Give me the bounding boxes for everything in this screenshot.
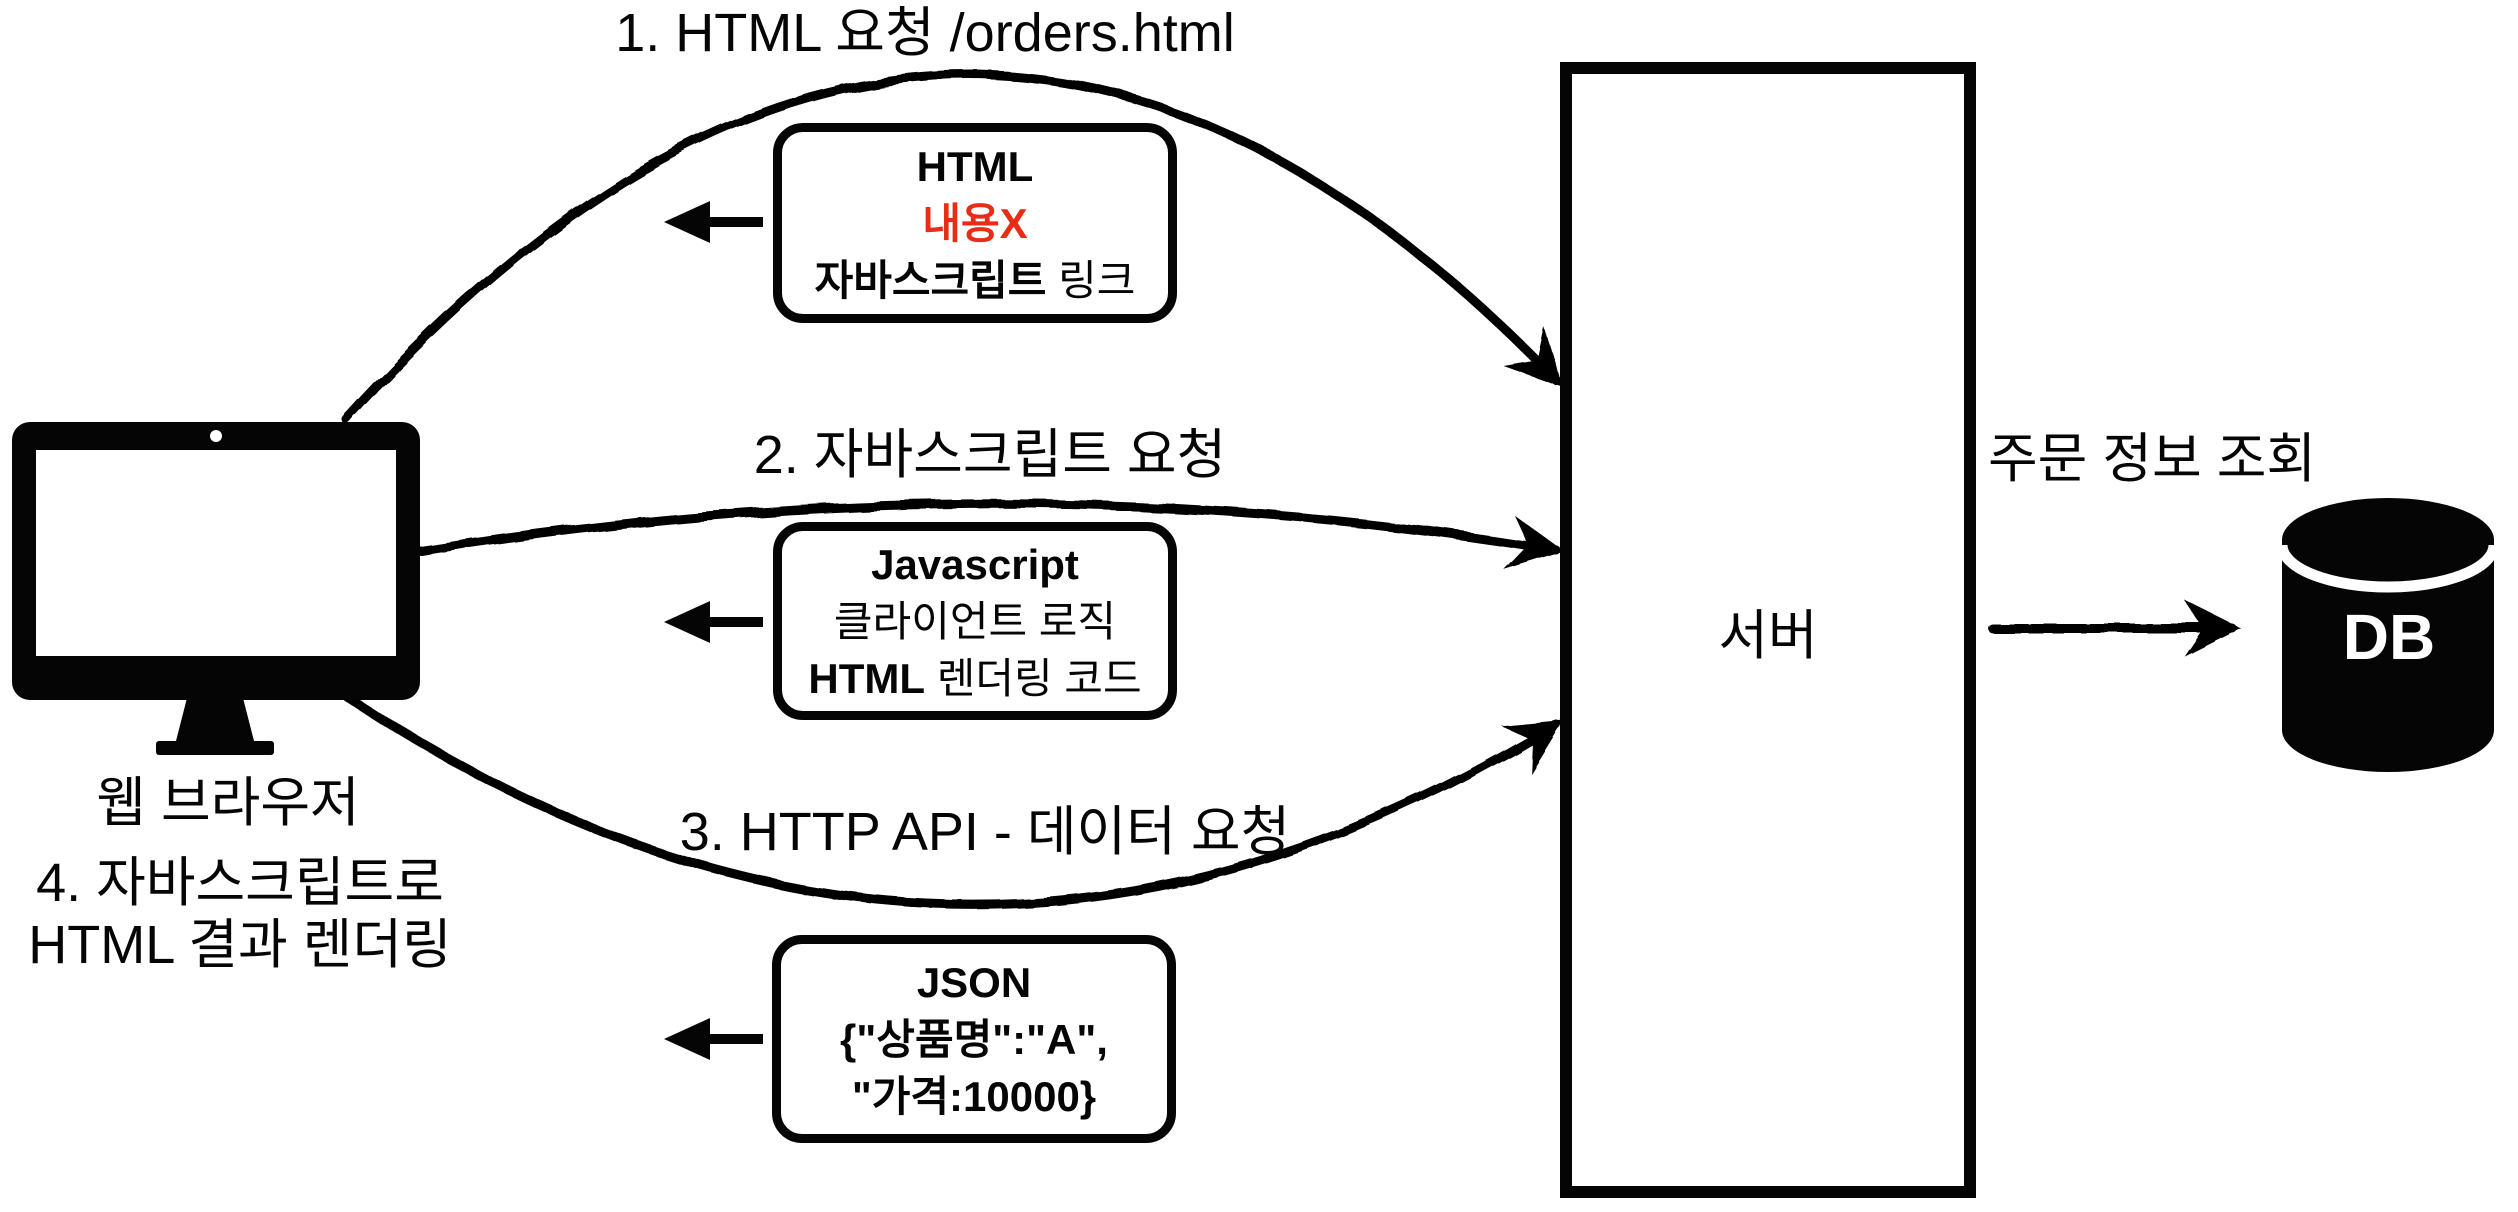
html-response-line3: 자바스크립트 링크	[815, 252, 1136, 309]
arrow-2-js-request-icon	[416, 499, 1565, 570]
step4-line1: 4. 자바스크립트로	[36, 853, 444, 913]
step2-label: 2. 자바스크립트 요청	[753, 425, 1227, 485]
db-query-label: 주문 정보 조회	[1988, 429, 2317, 489]
response-arrow-icon	[664, 601, 763, 643]
js-response-box: Javascript 클라이언트 로직 HTML 렌더링 코드	[773, 522, 1177, 720]
browser-label: 웹 브라우저	[96, 773, 360, 833]
json-response-line2: {"상품명":"A",	[840, 1015, 1108, 1063]
json-response-line3: "가격:10000}	[851, 1072, 1097, 1120]
js-response-line2: 클라이언트 로직	[833, 597, 1117, 645]
server-label: 서버	[1718, 605, 1818, 666]
server-box: 서버	[1560, 62, 1976, 1198]
arrow-3-api-request-icon	[341, 691, 1564, 910]
step3-label: 3. HTTP API - 데이터 요청	[679, 802, 1291, 862]
html-response-title: HTML	[916, 142, 1034, 190]
database-cylinder-icon	[2276, 498, 2500, 772]
js-response-line3: HTML 렌더링 코드	[808, 650, 1141, 707]
response-arrow-icon	[664, 201, 763, 243]
response-arrows	[664, 201, 763, 1060]
step4-line2: HTML 결과 렌더링	[28, 915, 452, 975]
json-response-box: JSON {"상품명":"A", "가격:10000}	[772, 935, 1176, 1143]
html-response-warning: 내용X	[922, 199, 1028, 247]
arrow-1-html-request-icon	[342, 70, 1563, 425]
request-arrows	[341, 70, 2241, 910]
step4-label: 4. 자바스크립트로 HTML 결과 렌더링	[28, 852, 451, 976]
db-label: DB	[2342, 601, 2436, 673]
response-arrow-icon	[664, 1018, 763, 1060]
html-response-line3-rest: 링크	[1046, 256, 1136, 304]
html-response-line3-bold: 자바스크립트	[814, 256, 1047, 304]
js-response-title: Javascript	[871, 540, 1079, 588]
js-response-line3-bold: HTML	[808, 654, 926, 702]
json-response-title: JSON	[916, 958, 1032, 1006]
monitor-icon	[12, 422, 420, 755]
step1-label: 1. HTML 요청 /orders.html	[615, 3, 1235, 63]
html-response-box: HTML 내용X 자바스크립트 링크	[773, 123, 1177, 323]
js-response-line3-rest: 렌더링 코드	[925, 654, 1142, 702]
